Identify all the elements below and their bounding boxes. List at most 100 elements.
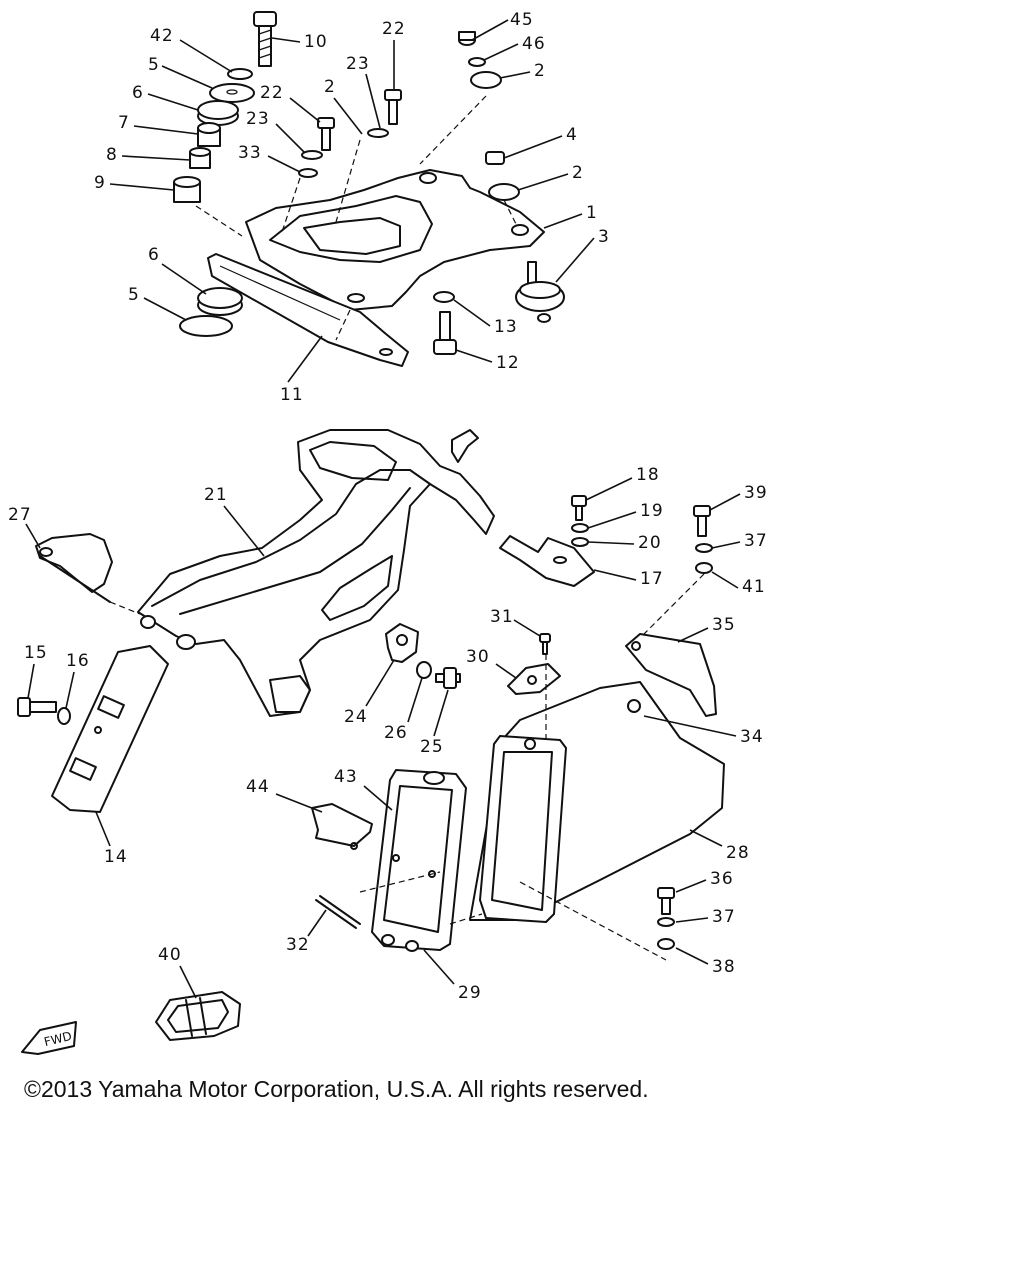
bolt-25 — [435, 667, 461, 689]
callout-40: 40 — [158, 945, 182, 965]
callout-46: 46 — [522, 34, 546, 54]
callout-12: 12 — [496, 353, 520, 373]
bolt-36 — [657, 887, 675, 915]
bracket-35 — [625, 633, 717, 717]
callout-10: 10 — [304, 32, 328, 52]
bracket-11 — [207, 253, 409, 367]
callout-24: 24 — [344, 707, 368, 727]
washer-37-lower — [657, 917, 675, 927]
collar-7 — [197, 122, 221, 147]
plate-14 — [51, 645, 169, 813]
callout-23: 23 — [346, 54, 370, 74]
callout-13: 13 — [494, 317, 518, 337]
callout-2: 2 — [324, 77, 336, 97]
washer-42 — [227, 68, 253, 80]
damper-2-mid — [488, 183, 520, 201]
callout-2: 2 — [534, 61, 546, 81]
nut-4 — [485, 151, 505, 165]
alignment-line — [109, 601, 141, 615]
callout-6: 6 — [132, 83, 144, 103]
washer-13 — [433, 291, 455, 303]
callout-35: 35 — [712, 615, 736, 635]
callout-36: 36 — [710, 869, 734, 889]
pin-32 — [315, 895, 361, 929]
callout-21: 21 — [204, 485, 228, 505]
callout-22: 22 — [260, 83, 284, 103]
callout-42: 42 — [150, 26, 174, 46]
switch-24 — [385, 623, 419, 663]
alignment-line — [335, 139, 361, 223]
clamp-30 — [507, 663, 561, 695]
callout-32: 32 — [286, 935, 310, 955]
bolt-22-right — [384, 89, 402, 125]
damper-6-upper — [197, 100, 239, 126]
callout-1: 1 — [586, 203, 598, 223]
washer-23-right — [367, 128, 389, 138]
callout-22: 22 — [382, 19, 406, 39]
alignment-line — [335, 309, 351, 341]
bracket-1 — [245, 169, 545, 311]
callout-11: 11 — [280, 385, 304, 405]
alignment-line — [519, 881, 667, 961]
callout-17: 17 — [640, 569, 664, 589]
callout-7: 7 — [118, 113, 130, 133]
callout-5: 5 — [128, 285, 140, 305]
callout-8: 8 — [106, 145, 118, 165]
callout-3: 3 — [598, 227, 610, 247]
callout-6: 6 — [148, 245, 160, 265]
washer-38 — [657, 938, 675, 950]
washer-5-lower — [179, 315, 233, 337]
frame-21 — [137, 429, 495, 717]
screw-31 — [539, 633, 551, 655]
collar-8 — [189, 147, 211, 169]
bracket-44 — [311, 803, 373, 850]
rubber-mount-3 — [515, 261, 565, 323]
washer-41 — [695, 562, 713, 574]
callout-labels: 45 46 2 22 23 2 42 10 5 6 22 23 7 8 33 9… — [8, 10, 768, 1003]
washer-26 — [416, 661, 432, 679]
alignment-line — [633, 573, 705, 645]
bolt-10 — [253, 11, 277, 67]
bolt-39 — [693, 505, 711, 537]
collar-9 — [173, 176, 201, 203]
bolt-12 — [433, 311, 457, 355]
callout-29: 29 — [458, 983, 482, 1003]
exploded-parts-diagram: FWD 45 46 2 22 23 2 42 10 5 6 22 23 7 8 … — [8, 10, 768, 1055]
alignment-line — [195, 205, 243, 237]
callout-23: 23 — [246, 109, 270, 129]
callout-18: 18 — [636, 465, 660, 485]
callout-15: 15 — [24, 643, 48, 663]
band-40 — [155, 991, 241, 1041]
callout-41: 41 — [742, 577, 766, 597]
nut-45 — [458, 31, 476, 46]
alignment-line — [419, 95, 487, 165]
callout-45: 45 — [510, 10, 534, 30]
callout-37: 37 — [744, 531, 768, 551]
callout-34: 34 — [740, 727, 764, 747]
callout-44: 44 — [246, 777, 270, 797]
bolt-18 — [571, 495, 587, 521]
cover-43 — [371, 769, 467, 952]
callout-25: 25 — [420, 737, 444, 757]
callout-9: 9 — [94, 173, 106, 193]
alignment-line — [503, 199, 517, 225]
bracket-17 — [499, 535, 595, 587]
callout-27: 27 — [8, 505, 32, 525]
callout-2: 2 — [572, 163, 584, 183]
alignment-line — [449, 913, 483, 925]
washer-19 — [571, 523, 589, 533]
copyright-notice: ©2013 Yamaha Motor Corporation, U.S.A. A… — [24, 1076, 649, 1102]
washer-37-upper — [695, 543, 713, 553]
callout-5: 5 — [148, 55, 160, 75]
callout-39: 39 — [744, 483, 768, 503]
callout-28: 28 — [726, 843, 750, 863]
washer-20 — [571, 537, 589, 547]
damper-6-lower — [197, 287, 243, 316]
callout-19: 19 — [640, 501, 664, 521]
callout-37: 37 — [712, 907, 736, 927]
washer-46 — [468, 57, 486, 67]
washer-5-upper — [209, 83, 255, 103]
callout-38: 38 — [712, 957, 736, 977]
callout-26: 26 — [384, 723, 408, 743]
callout-4: 4 — [566, 125, 578, 145]
